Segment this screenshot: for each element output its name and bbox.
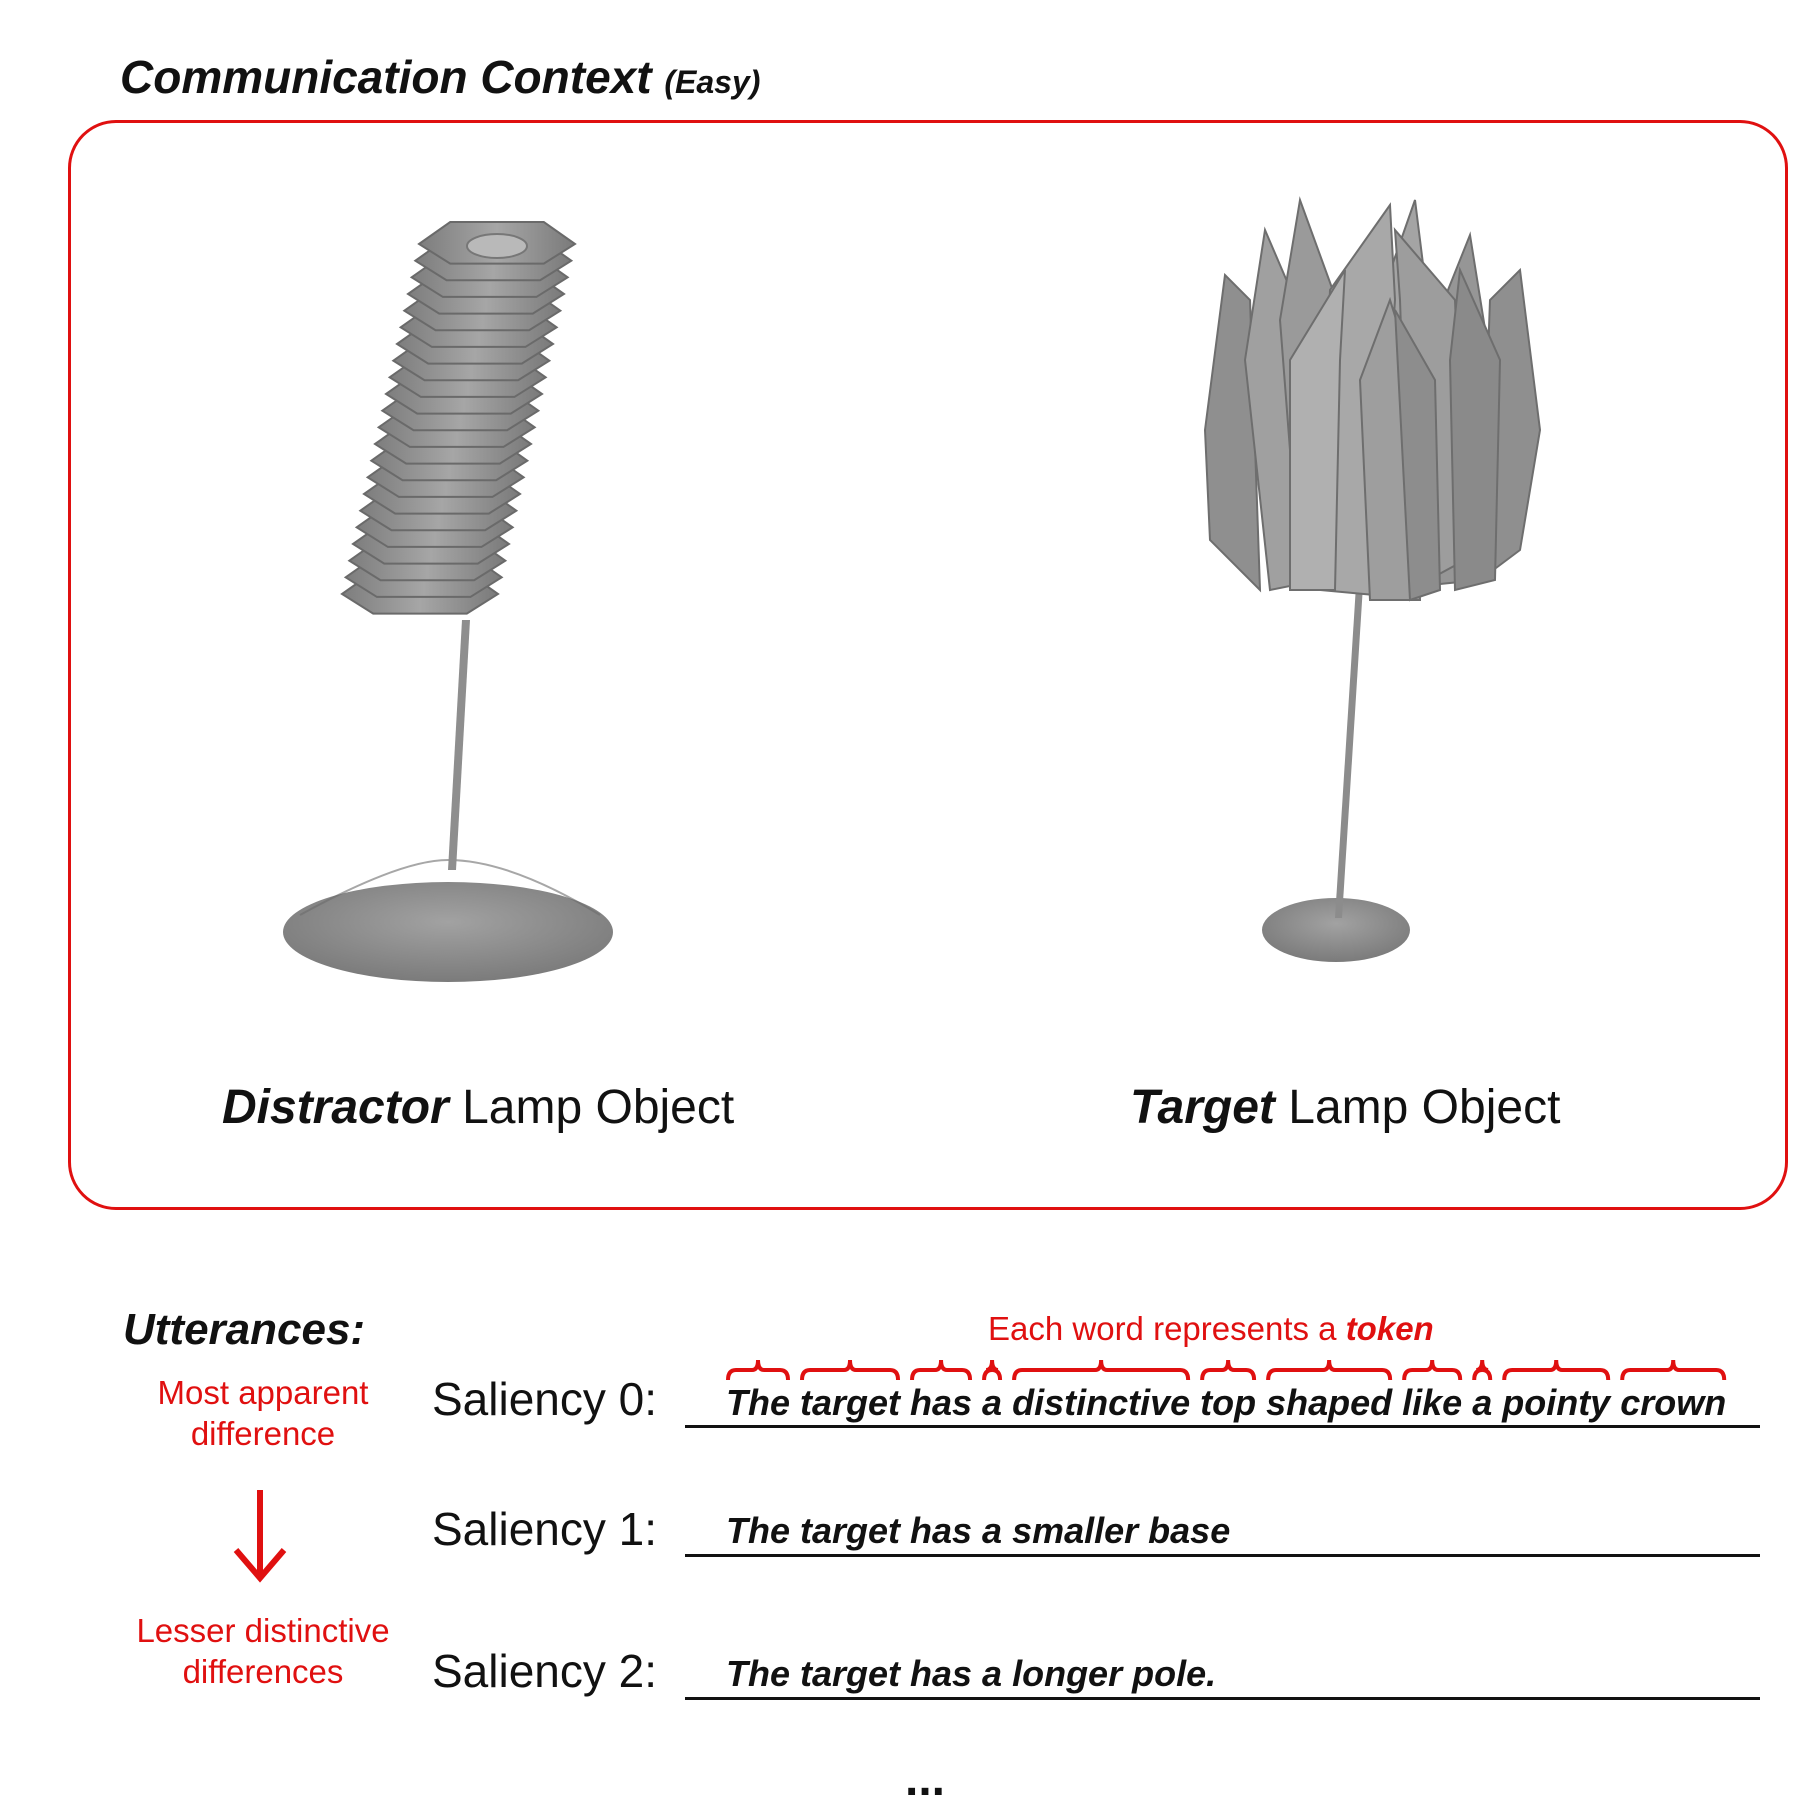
saliency-0-underline: [685, 1425, 1760, 1428]
difficulty-label: (Easy): [664, 64, 761, 100]
token-note-text: Each word represents a: [988, 1310, 1337, 1347]
most-apparent-note: Most apparent difference: [157, 1374, 369, 1453]
target-lamp-image: [1203, 196, 1542, 962]
target-object-text: Lamp Object: [1288, 1081, 1561, 1134]
target-role: Target: [1130, 1081, 1275, 1134]
token-brace: [800, 1359, 901, 1381]
distractor-lamp-image: [283, 221, 613, 982]
lesser-distinctive-note: Lesser distinctive differences: [136, 1612, 390, 1691]
token-brace: [1502, 1359, 1611, 1381]
token-brace: [1620, 1359, 1727, 1381]
target-label: Target Lamp Object: [1130, 1080, 1560, 1135]
token-brace: [982, 1359, 1003, 1381]
saliency-1-label: Saliency 1:: [432, 1503, 658, 1555]
token-brace: [726, 1359, 791, 1381]
utterances-heading: Utterances:: [123, 1305, 366, 1354]
saliency-2-utterance: The target has a longer pole.: [726, 1653, 1217, 1694]
saliency-1-utterance: The target has a smaller base: [726, 1510, 1231, 1551]
saliency-0-utterance: The target has a distinctive top shaped …: [726, 1382, 1727, 1423]
token-brace: [1200, 1359, 1257, 1381]
distractor-label: Distractor Lamp Object: [222, 1080, 734, 1135]
saliency-0-label: Saliency 0:: [432, 1373, 658, 1425]
token-note-emphasis: token: [1345, 1310, 1434, 1347]
token-brace: [1402, 1359, 1463, 1381]
saliency-2-label: Saliency 2:: [432, 1645, 658, 1697]
token-note: Each word represents a token: [988, 1310, 1434, 1348]
saliency-2-underline: [685, 1697, 1760, 1700]
context-box: [68, 120, 1788, 1210]
distractor-object-text: Lamp Object: [462, 1081, 735, 1134]
distractor-role: Distractor: [222, 1081, 449, 1134]
more-ellipsis: ...: [905, 1753, 946, 1806]
down-arrow-icon: [233, 1490, 287, 1583]
context-title-text: Communication Context: [120, 51, 652, 103]
token-brace: [1012, 1359, 1191, 1381]
token-brace: [1472, 1359, 1493, 1381]
token-brace: [910, 1359, 973, 1381]
saliency-1-underline: [685, 1554, 1760, 1557]
context-title: Communication Context (Easy): [120, 50, 760, 104]
token-brace: [1266, 1359, 1393, 1381]
